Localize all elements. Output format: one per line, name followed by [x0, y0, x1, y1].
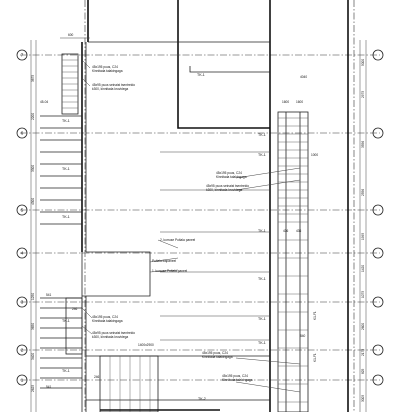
dim-inner-d: 436: [283, 229, 289, 233]
axis-label-7: 7: [21, 53, 24, 58]
axis-label-3: 3: [21, 300, 24, 305]
dim-small-c: 541: [46, 385, 52, 389]
tk-label-3: TK-1: [258, 153, 266, 157]
left-stair-treads: [40, 59, 83, 389]
tk-label-left-1: TK-1: [62, 119, 70, 123]
dim-small-b: 246: [72, 307, 78, 311]
dim-left-e: 1250: [31, 293, 35, 300]
tk-label-2: TK-1: [258, 133, 266, 137]
callout-bottom-beam-2: Kinnitada talakingaga: [202, 355, 233, 359]
left-dimension-chain: [30, 37, 90, 412]
right-stair-treads: [160, 111, 309, 412]
dim-inner-e: 436: [296, 229, 302, 233]
dim-right-a: 5000: [361, 59, 365, 66]
k1-label-1: K1-F1: [313, 311, 317, 320]
dim-left-d: 4300: [31, 198, 35, 205]
callout-floor-band: Puitala liiapaneel: [152, 259, 176, 263]
tk-label-7: TK-1: [258, 341, 266, 345]
dim-left-g: 3400: [31, 353, 35, 360]
tk-label-4: TK-1: [258, 229, 266, 233]
axis-label-5: 5: [21, 208, 24, 213]
callout-bracing-top-2: k300, kinnitada kruvidega: [92, 87, 128, 91]
grid-lines: [20, 0, 380, 412]
dim-right-h: 2600: [361, 323, 365, 330]
callout-beam-top-1: 45x195 puus, C24: [92, 65, 118, 69]
axis-markers-left: 7 6 5 4 3 2 1: [16, 49, 28, 386]
dim-right-b: 2975: [361, 91, 365, 98]
tk-label-left-4: TK-1: [62, 319, 70, 323]
callout-bottom-beam-4: Kinnitada talakingaga: [222, 378, 253, 382]
dim-right-f: 1420: [361, 265, 365, 272]
building-outline: [61, 0, 349, 412]
dim-inner-f: 840: [300, 334, 306, 338]
axis-label-1: 1: [21, 378, 24, 383]
dim-right-j: 825: [361, 368, 365, 374]
opening-size: 1400x2900: [138, 343, 154, 347]
callout-floor-2: 2. korruse Puitala paneel: [160, 238, 196, 242]
callout-bracing-low-2: k300, kinnitada kruvidega: [92, 335, 128, 339]
axis-label-2: 2: [21, 348, 24, 353]
callout-beam-low-2: Kinnitada talakingaga: [92, 319, 123, 323]
dim-left-a: 3875: [31, 75, 35, 82]
dim-inner-c: 1600: [296, 100, 303, 104]
dim-inner-a: 4040: [300, 75, 307, 79]
callout-beam-mid-1: 45x195 puus, C24: [216, 171, 242, 175]
tk-label-6: TK-1: [258, 317, 266, 321]
callout-beam-low-1: 45x195 puus, C24: [92, 315, 118, 319]
tk-label-1: TK-1: [197, 73, 205, 77]
callout-leaders: [81, 59, 301, 393]
callout-beam-mid-2: Kinnitada talakingaga: [216, 175, 247, 179]
k1-label-2: K1-F1: [313, 353, 317, 362]
dim-inner-g: 1000: [311, 153, 318, 157]
tk-label-left-2: TK-1: [62, 167, 70, 171]
dim-right-c: 3556: [361, 141, 365, 148]
callout-roof-upper-2: k300, kinnitada kruvidega: [206, 188, 242, 192]
dim-left-h: 2625: [31, 385, 35, 392]
callout-roof-upper-1: 45x95 puus seinaist tsentreido: [206, 184, 249, 188]
dim-left-b: 2200: [31, 113, 35, 120]
dim-inner-b: 1600: [282, 100, 289, 104]
dim-top-left: 600: [68, 33, 74, 37]
callout-bracing-low-1: 45x95 puus seinaist tsentreido: [92, 331, 135, 335]
tk-label-8: TK-2: [198, 397, 206, 401]
dim-right-e: 1995: [361, 233, 365, 240]
dim-right-d: 2556: [361, 189, 365, 196]
callout-bracing-top-1: 45x95 puus seinaist tsentreido: [92, 83, 135, 87]
tk-label-5: TK-1: [258, 277, 266, 281]
tk-label-left-5: TK-1: [62, 369, 70, 373]
axis-label-4: 4: [21, 251, 24, 256]
dim-small-d: 246: [94, 375, 100, 379]
callout-floor-1: 1. korruse Puitala paneel: [152, 269, 188, 273]
dim-small-a: 541: [46, 293, 52, 297]
dim-right-g: 1075: [361, 291, 365, 298]
dim-small-e: 45-04: [40, 100, 48, 104]
dim-left-f: 3650: [31, 323, 35, 330]
callout-bottom-beam-1: 45x195 puus, C24: [202, 351, 228, 355]
dim-right-i: 2175: [361, 349, 365, 356]
dim-right-k: 3005: [361, 395, 365, 402]
bottom-opening: [99, 355, 220, 412]
axis-markers-right: [372, 49, 384, 386]
axis-label-6: 6: [21, 131, 24, 136]
right-dimension-chain: [359, 40, 367, 412]
callout-bottom-beam-3: 45x195 puus, C24: [222, 374, 248, 378]
dim-left-c: 3300: [31, 165, 35, 172]
tk-label-left-3: TK-1: [62, 215, 70, 219]
callout-beam-top-2: Kinnitada talakingaga: [92, 69, 123, 73]
